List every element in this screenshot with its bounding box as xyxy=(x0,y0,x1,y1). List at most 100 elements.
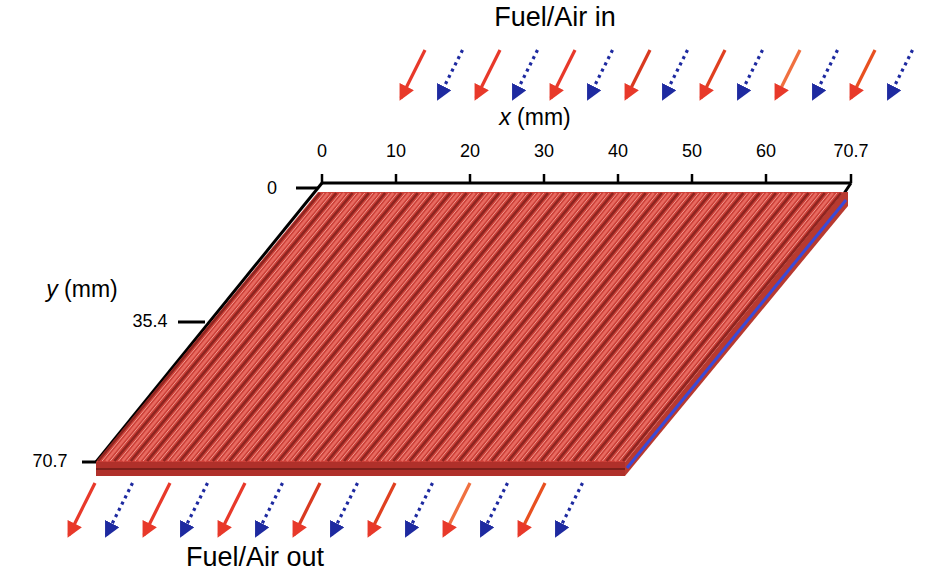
channel-highlight xyxy=(406,193,626,461)
channel-rib xyxy=(516,193,735,461)
air-arrow xyxy=(257,483,283,535)
x-tick xyxy=(691,174,694,183)
channel-highlight xyxy=(340,193,560,461)
channel-highlight xyxy=(299,193,519,461)
channel-rib xyxy=(475,193,694,461)
channel-rib xyxy=(549,193,768,461)
channel-highlight xyxy=(201,193,422,461)
channel-highlight xyxy=(602,193,820,461)
air-arrow xyxy=(814,50,838,98)
tick-label: 30 xyxy=(534,142,554,162)
fuel-arrow xyxy=(851,50,875,98)
channel-rib xyxy=(590,193,808,461)
channel-highlight xyxy=(233,193,454,461)
tick-label: 70.7 xyxy=(833,142,868,162)
fuel-arrow xyxy=(626,50,650,98)
air-arrow xyxy=(439,50,463,98)
channel-highlight xyxy=(373,193,593,461)
channel-highlight xyxy=(315,193,535,461)
channel-highlight xyxy=(504,193,723,461)
fuel-arrow xyxy=(701,50,725,98)
x-tick xyxy=(543,174,546,183)
channel-highlight xyxy=(184,193,405,461)
channel-highlight xyxy=(570,193,788,461)
channel-rib xyxy=(467,193,686,461)
channel-highlight xyxy=(192,193,413,461)
channel-rib xyxy=(623,193,841,461)
channel-rib xyxy=(615,193,833,461)
channel-rib xyxy=(557,193,776,461)
channel-highlight xyxy=(578,193,796,461)
channel-highlight xyxy=(430,193,649,461)
channel-highlight xyxy=(389,193,609,461)
x-tick xyxy=(617,174,620,183)
channel-highlight xyxy=(488,193,707,461)
x-tick xyxy=(469,174,472,183)
channel-highlight xyxy=(397,193,617,461)
air-arrow xyxy=(589,50,613,98)
channel-highlight xyxy=(332,193,552,461)
channel-rib xyxy=(533,193,752,461)
channel-highlight xyxy=(463,193,682,461)
air-arrow xyxy=(514,50,538,98)
channel-highlight xyxy=(242,193,463,461)
channel-highlight xyxy=(471,193,690,461)
channel-highlight xyxy=(209,193,430,461)
plate-top-face xyxy=(96,192,843,462)
air-arrow xyxy=(107,483,133,535)
channel-highlight xyxy=(611,193,829,461)
air-arrow xyxy=(332,483,358,535)
channel-highlight xyxy=(447,193,666,461)
channel-rib xyxy=(484,193,703,461)
flow-label: Fuel/Air out xyxy=(186,543,324,573)
air-arrow xyxy=(739,50,763,98)
channel-highlight xyxy=(455,193,674,461)
channel-rib xyxy=(492,193,711,461)
channel-highlight xyxy=(496,193,715,461)
channel-highlight xyxy=(258,193,479,461)
air-arrow xyxy=(664,50,688,98)
x-tick xyxy=(321,174,324,183)
channel-highlight xyxy=(512,193,731,461)
x-tick xyxy=(395,174,398,183)
channel-rib xyxy=(598,193,816,461)
channel-highlight xyxy=(381,193,601,461)
air-arrow xyxy=(889,50,913,98)
channel-highlight xyxy=(266,193,487,461)
channel-highlight xyxy=(274,193,495,461)
channel-rib xyxy=(574,193,792,461)
air-arrow xyxy=(557,483,583,535)
x-tick xyxy=(765,174,768,183)
tick-label: 40 xyxy=(608,142,628,162)
channel-rib xyxy=(500,193,719,461)
tick-label: 60 xyxy=(756,142,776,162)
fuel-arrow xyxy=(294,483,320,535)
x-tick xyxy=(850,174,853,183)
x-axis xyxy=(322,182,851,185)
channel-highlight xyxy=(250,193,471,461)
plate-front-face xyxy=(96,462,625,476)
channel-highlight xyxy=(553,193,772,461)
tick-label: 0 xyxy=(317,142,327,162)
tick-label: 0 xyxy=(267,179,277,199)
fuel-arrow xyxy=(219,483,245,535)
tick-label: 10 xyxy=(386,142,406,162)
fuel-arrow xyxy=(401,50,425,98)
channel-highlight xyxy=(307,193,527,461)
tick-label: 35.4 xyxy=(132,312,167,332)
channel-highlight xyxy=(537,193,756,461)
flow-label: Fuel/Air in xyxy=(494,3,616,33)
fuel-arrow xyxy=(369,483,395,535)
air-arrow xyxy=(182,483,208,535)
fuel-arrow xyxy=(444,483,470,535)
axis-title: y (mm) xyxy=(46,277,118,302)
channel-highlight xyxy=(438,193,657,461)
channel-highlight xyxy=(414,193,634,461)
fuel-arrow xyxy=(476,50,500,98)
tick-label: 20 xyxy=(460,142,480,162)
channel-highlight xyxy=(422,193,642,461)
fuel-arrow xyxy=(776,50,800,98)
channel-highlight xyxy=(586,193,804,461)
plate-layer-line xyxy=(96,468,625,470)
